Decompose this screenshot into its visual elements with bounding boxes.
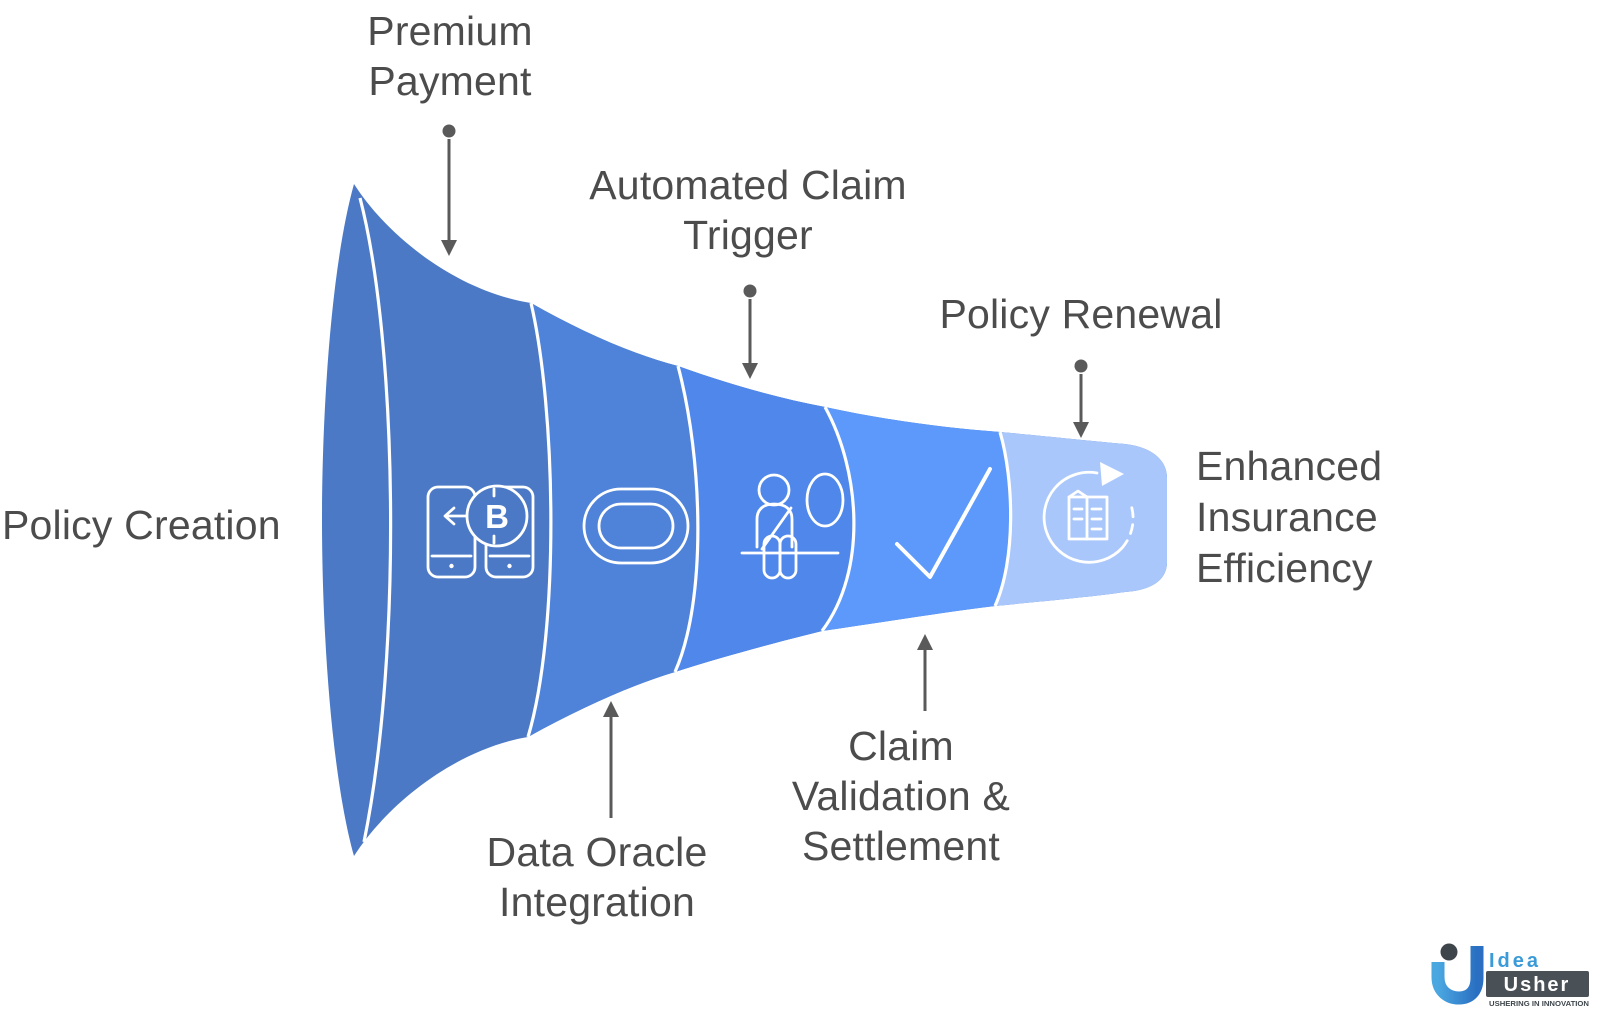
- segment-dividers: [358, 197, 1013, 843]
- divider-4: [993, 431, 1013, 607]
- claim-validation-arrow: [917, 634, 933, 711]
- label-line: Settlement: [802, 823, 1000, 869]
- label-line: Claim: [848, 723, 954, 769]
- label-line: Enhanced: [1196, 443, 1383, 489]
- logo-dot: [1440, 943, 1458, 961]
- label-line: Insurance: [1196, 494, 1378, 540]
- label-line: Premium: [367, 8, 533, 54]
- premium-payment-arrow: [441, 124, 457, 256]
- idea-usher-logo: Idea Usher USHERING IN INNOVATION: [1431, 943, 1589, 1008]
- insured-person-icon: [740, 472, 845, 580]
- funnel-segment-data-oracle: [528, 303, 698, 737]
- label-line: Validation &: [791, 773, 1011, 819]
- label-automated-claim-trigger: Automated Claim Trigger: [548, 160, 948, 260]
- logo-brand-idea: Idea: [1489, 950, 1541, 972]
- label-line: Policy Creation: [2, 502, 281, 548]
- label-line: Efficiency: [1196, 545, 1373, 591]
- label-premium-payment: Premium Payment: [250, 6, 650, 106]
- data-oracle-arrow: [603, 701, 619, 818]
- bitcoin-symbol: B: [485, 498, 509, 535]
- crypto-payment-phones-icon: B: [426, 484, 535, 579]
- divider-2: [673, 365, 700, 673]
- logo-badge: [1486, 971, 1589, 997]
- check-mark-icon: [895, 467, 992, 579]
- logo-u-mark: [1431, 946, 1484, 1005]
- funnel-segment-claim-trigger: [675, 366, 854, 672]
- label-enhanced-insurance-efficiency: Enhanced Insurance Efficiency: [1196, 441, 1456, 594]
- label-line: Integration: [499, 879, 695, 925]
- label-line: Trigger: [683, 212, 813, 258]
- label-claim-validation-settlement: Claim Validation & Settlement: [701, 721, 1101, 871]
- renewal-cycle-icon: [1042, 462, 1135, 564]
- label-line: Automated Claim: [589, 162, 907, 208]
- oracle-ring-icon: [582, 487, 690, 565]
- divider-1: [526, 302, 553, 738]
- label-policy-renewal: Policy Renewal: [881, 289, 1281, 339]
- funnel-segment-claim-validation: [822, 407, 1011, 631]
- automated-claim-trigger-arrow: [742, 284, 758, 379]
- policy-renewal-arrow: [1073, 359, 1089, 438]
- logo-brand-usher: Usher: [1504, 974, 1571, 996]
- stage-icons: B: [426, 462, 1135, 580]
- funnel-mouth-rim: [358, 197, 393, 843]
- label-policy-creation: Policy Creation: [2, 500, 322, 550]
- label-data-oracle-integration: Data Oracle Integration: [397, 827, 797, 927]
- label-line: Data Oracle: [486, 829, 708, 875]
- logo-tagline: USHERING IN INNOVATION: [1489, 999, 1589, 1008]
- label-line: Policy Renewal: [939, 291, 1223, 337]
- connector-arrows: [441, 124, 1089, 818]
- label-line: Payment: [368, 58, 532, 104]
- divider-3: [820, 406, 856, 632]
